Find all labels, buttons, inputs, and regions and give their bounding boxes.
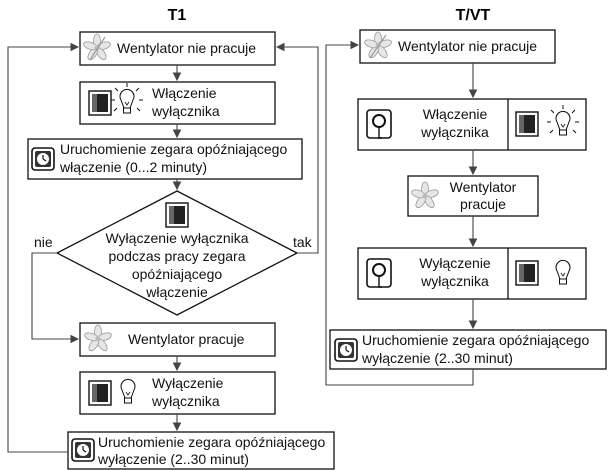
fan-off-slash <box>89 36 106 61</box>
t1-timer-off-box <box>67 431 335 470</box>
switch-icon <box>515 111 539 137</box>
tvt-switch-off-label-1: Wyłączenie <box>419 255 491 271</box>
tvt-switch-on-label-1: Włączenie <box>423 106 488 122</box>
t1-timer-on-label-1: Uruchomienie zegara opóźniającego <box>60 141 287 157</box>
tvt-timer-off-label-1: Uruchomienie zegara opóźniającego <box>362 332 589 348</box>
clock-icon <box>31 147 55 171</box>
tvt-switch-off-box <box>357 247 587 300</box>
t1-timer-off-label-1: Uruchomienie zegara opóźniającego <box>98 434 325 450</box>
tvt-fan-on-label-2: pracuje <box>460 196 506 212</box>
t1-decision-diamond <box>55 190 299 316</box>
clock-icon <box>334 338 358 362</box>
switch-icon <box>88 90 112 116</box>
timer-device-icon <box>366 109 392 139</box>
tvt-switch-on-label-2: wyłącznika <box>420 124 489 140</box>
t1-timer-on-label-2: włączenie (0...2 minuty) <box>59 159 207 175</box>
tvt-switch-on-box <box>357 98 587 151</box>
t1-no-label: nie <box>34 234 53 250</box>
t1-switch-off-label-1: Wyłączenie <box>152 375 224 391</box>
tvt-fan-on-label-1: Wentylator <box>450 179 517 195</box>
title-t1: T1 <box>168 7 187 24</box>
fan-off-slash <box>369 34 387 59</box>
t1-switch-off-label-2: wyłącznika <box>151 393 220 409</box>
t1-decision-label-3: opóźniającego <box>132 266 223 282</box>
t1-switch-off-box <box>79 371 276 415</box>
switch-icon <box>88 380 112 406</box>
tvt-timer-off-box <box>329 329 607 370</box>
timer-device-icon <box>366 258 392 288</box>
switch-icon <box>515 260 539 286</box>
t1-timer-on-box <box>27 138 303 180</box>
tvt-timer-off-label-2: wyłączenie (2..30 minut) <box>361 350 513 366</box>
t1-decision-label-2: podczas pracy zegara <box>109 248 246 264</box>
t1-fan-on-label: Wentylator pracuje <box>128 331 245 347</box>
t1-decision-label-1: Wyłączenie wyłącznika <box>105 230 248 246</box>
tvt-fan-off-label: Wentylator nie pracuje <box>398 38 537 54</box>
t1-switch-on-label-1: Włączenie <box>152 85 217 101</box>
t1-decision-label-4: włączenie <box>145 284 208 300</box>
tvt-fan-off-box <box>359 29 556 64</box>
t1-timer-off-label-2: wyłączenie (2..30 minut) <box>97 451 249 467</box>
t1-yes-label: tak <box>293 234 313 250</box>
t1-fan-off-box <box>79 31 276 66</box>
tvt-switch-off-label-2: wyłącznika <box>420 273 489 289</box>
t1-fan-off-label: Wentylator nie pracuje <box>117 40 256 56</box>
clock-icon <box>71 438 95 462</box>
t1-switch-on-label-2: wyłącznika <box>151 103 220 119</box>
title-tvt: T/VT <box>456 7 491 24</box>
switch-icon <box>165 202 189 228</box>
